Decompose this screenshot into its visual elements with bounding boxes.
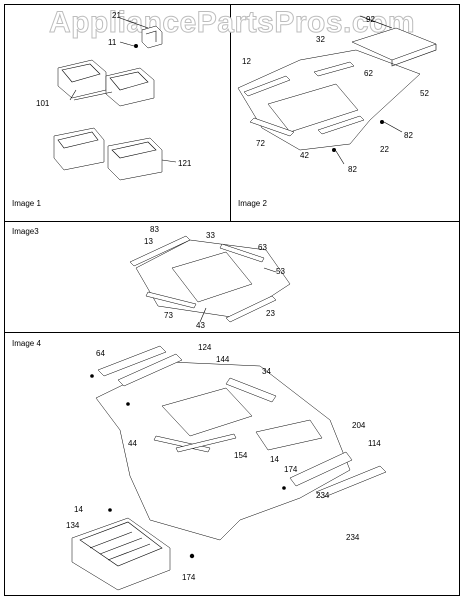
callout: 21 [112,11,121,20]
callout: 14 [74,505,83,514]
callout: 73 [164,311,173,320]
callout: 13 [144,237,153,246]
callout: 101 [36,99,50,108]
caption-image-3: Image3 [12,227,39,236]
callout: 33 [206,231,215,240]
callout: 22 [380,145,389,154]
callout: 92 [366,15,375,24]
callout: 32 [316,35,325,44]
callout: 204 [352,421,366,430]
callout: 72 [256,139,265,148]
callout: 82 [348,165,357,174]
callout: 14 [270,455,279,464]
callout: 63 [258,243,267,252]
callout: 121 [178,159,192,168]
callout: 82 [404,131,413,140]
callout: 53 [276,267,285,276]
callout: 134 [66,521,80,530]
caption-image-2: Image 2 [238,199,267,208]
callout: 62 [364,69,373,78]
image2-callouts: 92 32 12 62 52 72 42 82 22 82 [242,15,429,174]
caption-image-1: Image 1 [12,199,41,208]
panel-image-1 [4,4,231,222]
callout: 34 [262,367,271,376]
callout: 23 [266,309,275,318]
image2-drawing [237,15,437,165]
callout: 52 [420,89,429,98]
caption-image-4: Image 4 [12,339,41,348]
callout: 144 [216,355,230,364]
callout: 174 [284,465,298,474]
callout: 234 [316,491,330,500]
image1-drawing [53,17,177,181]
callout: 154 [234,451,248,460]
watermark-text: AppliancePartsPros.com [48,6,416,40]
image3-callouts: 83 33 13 63 53 73 43 23 [144,225,285,330]
callout: 12 [242,57,251,66]
image4-callouts: 64 124 144 34 44 154 204 114 14 174 234 … [66,343,381,582]
callout: 114 [368,439,381,448]
image1-callouts: 21 11 101 121 [36,11,192,168]
callout: 83 [150,225,159,234]
callout: 44 [128,439,137,448]
callout: 234 [346,533,360,542]
callout: 43 [196,321,205,330]
image4-drawing [71,345,387,591]
callout: 174 [182,573,196,582]
callout: 11 [108,38,117,47]
callout: 42 [300,151,309,160]
callout: 124 [198,343,212,352]
callout: 64 [96,349,105,358]
image3-drawing [129,235,291,323]
